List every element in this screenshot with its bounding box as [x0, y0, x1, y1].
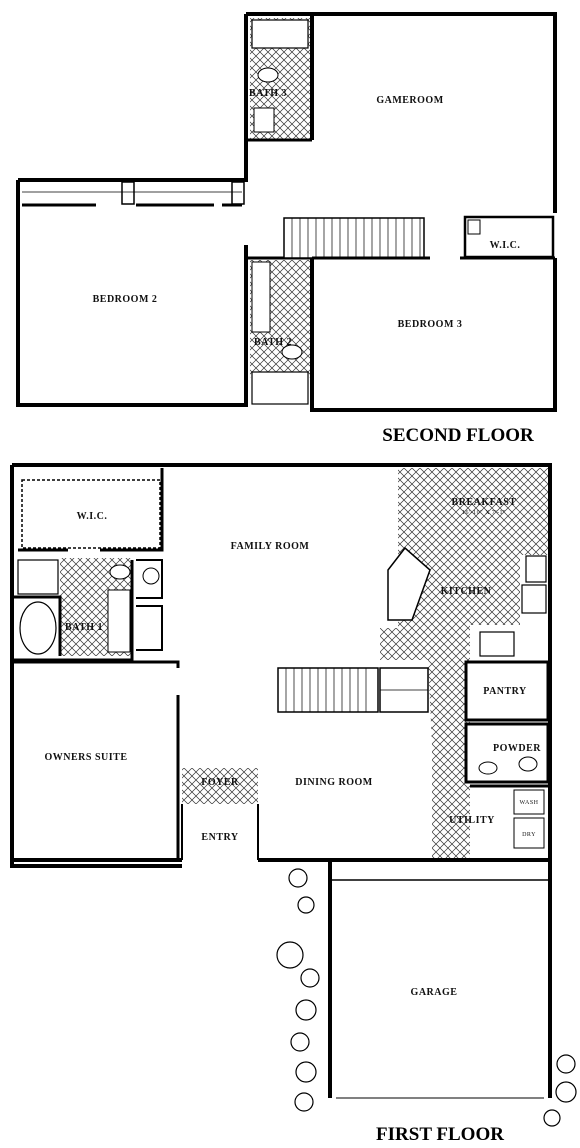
first-floor-title: FIRST FLOOR: [376, 1124, 504, 1145]
wic-chase: [467, 219, 481, 235]
bath2-toilet: [281, 344, 303, 360]
owners-suite-walls: [14, 660, 180, 860]
bath1-label: BATH 1: [65, 622, 103, 633]
closet-chase-2: [231, 181, 245, 205]
bath3-label: BATH 3: [249, 88, 287, 99]
bath1-closet: [136, 559, 163, 651]
wic1-label: W.I.C.: [77, 511, 108, 522]
shrub-cluster-left: [276, 868, 320, 1112]
owners-suite-label: OWNERS SUITE: [45, 752, 128, 763]
kitchen-label: KITCHEN: [441, 586, 492, 597]
bath1-fixture: [142, 567, 160, 585]
shrub-cluster-right: [543, 1054, 577, 1127]
bath3-sink: [253, 107, 275, 133]
bedroom3-label: BEDROOM 3: [398, 319, 463, 330]
kitchen-range: [479, 631, 515, 657]
wash-label: WASH: [519, 800, 538, 806]
bath1-toilet: [109, 564, 131, 580]
garage-label: GARAGE: [411, 987, 458, 998]
bedroom2-walls: [16, 14, 248, 407]
bath3-toilet: [257, 67, 279, 83]
foyer-tile: [182, 768, 258, 804]
entry-walls: [181, 804, 259, 860]
breakfast-dims: 16'-10" X 7'-1": [462, 510, 506, 516]
washer: [513, 789, 545, 815]
bath1-walls: [14, 560, 134, 662]
kitchen-island: [387, 546, 431, 621]
gameroom-walls: [246, 12, 557, 412]
second-floor-stairs: [283, 217, 425, 259]
bath2-label: BATH 2: [254, 337, 292, 348]
entry-label: ENTRY: [201, 832, 238, 843]
powder-sink: [478, 761, 498, 775]
kitchen-sink: [521, 584, 547, 614]
wic-master: [21, 479, 161, 549]
second-floor-title: SECOND FLOOR: [382, 425, 534, 446]
dryer: [513, 817, 545, 849]
kitchen-fridge: [525, 555, 547, 583]
pantry: [464, 660, 550, 722]
powder-label: POWDER: [493, 743, 541, 754]
breakfast-label: BREAKFAST: [452, 497, 517, 508]
wic-master-walls: [18, 468, 164, 552]
bath2-tub: [251, 371, 309, 405]
garage: [328, 858, 552, 1099]
first-floor-outer-walls: [10, 463, 552, 868]
bath1-shower: [17, 559, 59, 595]
pantry-label: PANTRY: [483, 686, 527, 697]
bath2-vanity: [251, 261, 271, 333]
family-room-label: FAMILY ROOM: [231, 541, 310, 552]
dining-room-label: DINING ROOM: [295, 777, 373, 788]
first-floor-plan: W.I.C. FAMILY ROOM BREAKFAST 16'-10" X 7…: [10, 463, 577, 1145]
second-floor-plan: BATH 3 GAMEROOM BEDROOM 2 BATH 2 W.I.C. …: [16, 12, 557, 446]
powder-toilet: [518, 756, 538, 772]
dry-label: DRY: [522, 832, 536, 838]
powder: [464, 722, 550, 784]
first-floor-stairs: [277, 667, 429, 713]
utility-label: UTILITY: [449, 815, 495, 826]
bedroom2-label: BEDROOM 2: [93, 294, 158, 305]
wic2-label: W.I.C.: [490, 240, 521, 251]
wic-second: [463, 215, 555, 259]
bath1-vanity: [107, 589, 131, 653]
bath1-tub: [19, 601, 57, 655]
gameroom-label: GAMEROOM: [376, 95, 443, 106]
bath3-tub: [251, 19, 309, 49]
foyer-label: FOYER: [201, 777, 239, 788]
closet-chase-1: [121, 181, 135, 205]
